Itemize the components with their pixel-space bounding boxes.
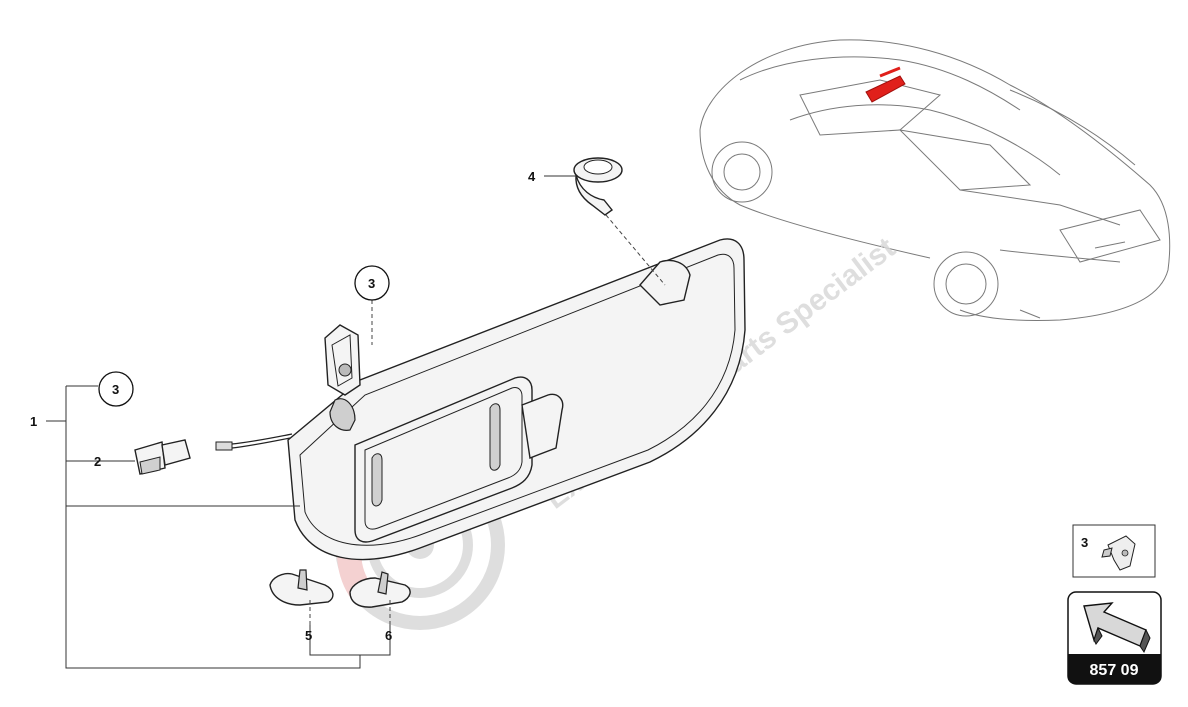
callout-1: 1 [30, 414, 37, 429]
callouts: 1 2 3 3 4 5 6 [30, 169, 536, 643]
sun-visor [215, 238, 746, 560]
callout-3-left-circle [98, 371, 134, 407]
hinge-bracket [324, 324, 361, 396]
cover-5 [269, 569, 334, 606]
callout-5: 5 [305, 628, 312, 643]
wire-connector [134, 439, 191, 475]
cover-6 [349, 571, 411, 608]
callout-3-top: 3 [368, 276, 375, 291]
legend-box: 3 [1072, 524, 1156, 578]
highlight-marker [865, 75, 906, 103]
reference-code: 857 09 [1090, 662, 1139, 679]
callout-3-left: 3 [112, 382, 119, 397]
callout-2: 2 [94, 454, 101, 469]
callout-3-top-circle [354, 265, 390, 301]
visor-clip [573, 157, 623, 216]
legend-number: 3 [1081, 535, 1088, 550]
hinge-part-icon [1101, 535, 1136, 571]
car-illustration [699, 39, 1171, 322]
reference-box[interactable]: 857 09 [1067, 591, 1162, 685]
callout-6: 6 [385, 628, 392, 643]
callout-4: 4 [528, 169, 536, 184]
leader-lines [46, 175, 666, 669]
arrow-up-left-icon [1083, 602, 1151, 654]
